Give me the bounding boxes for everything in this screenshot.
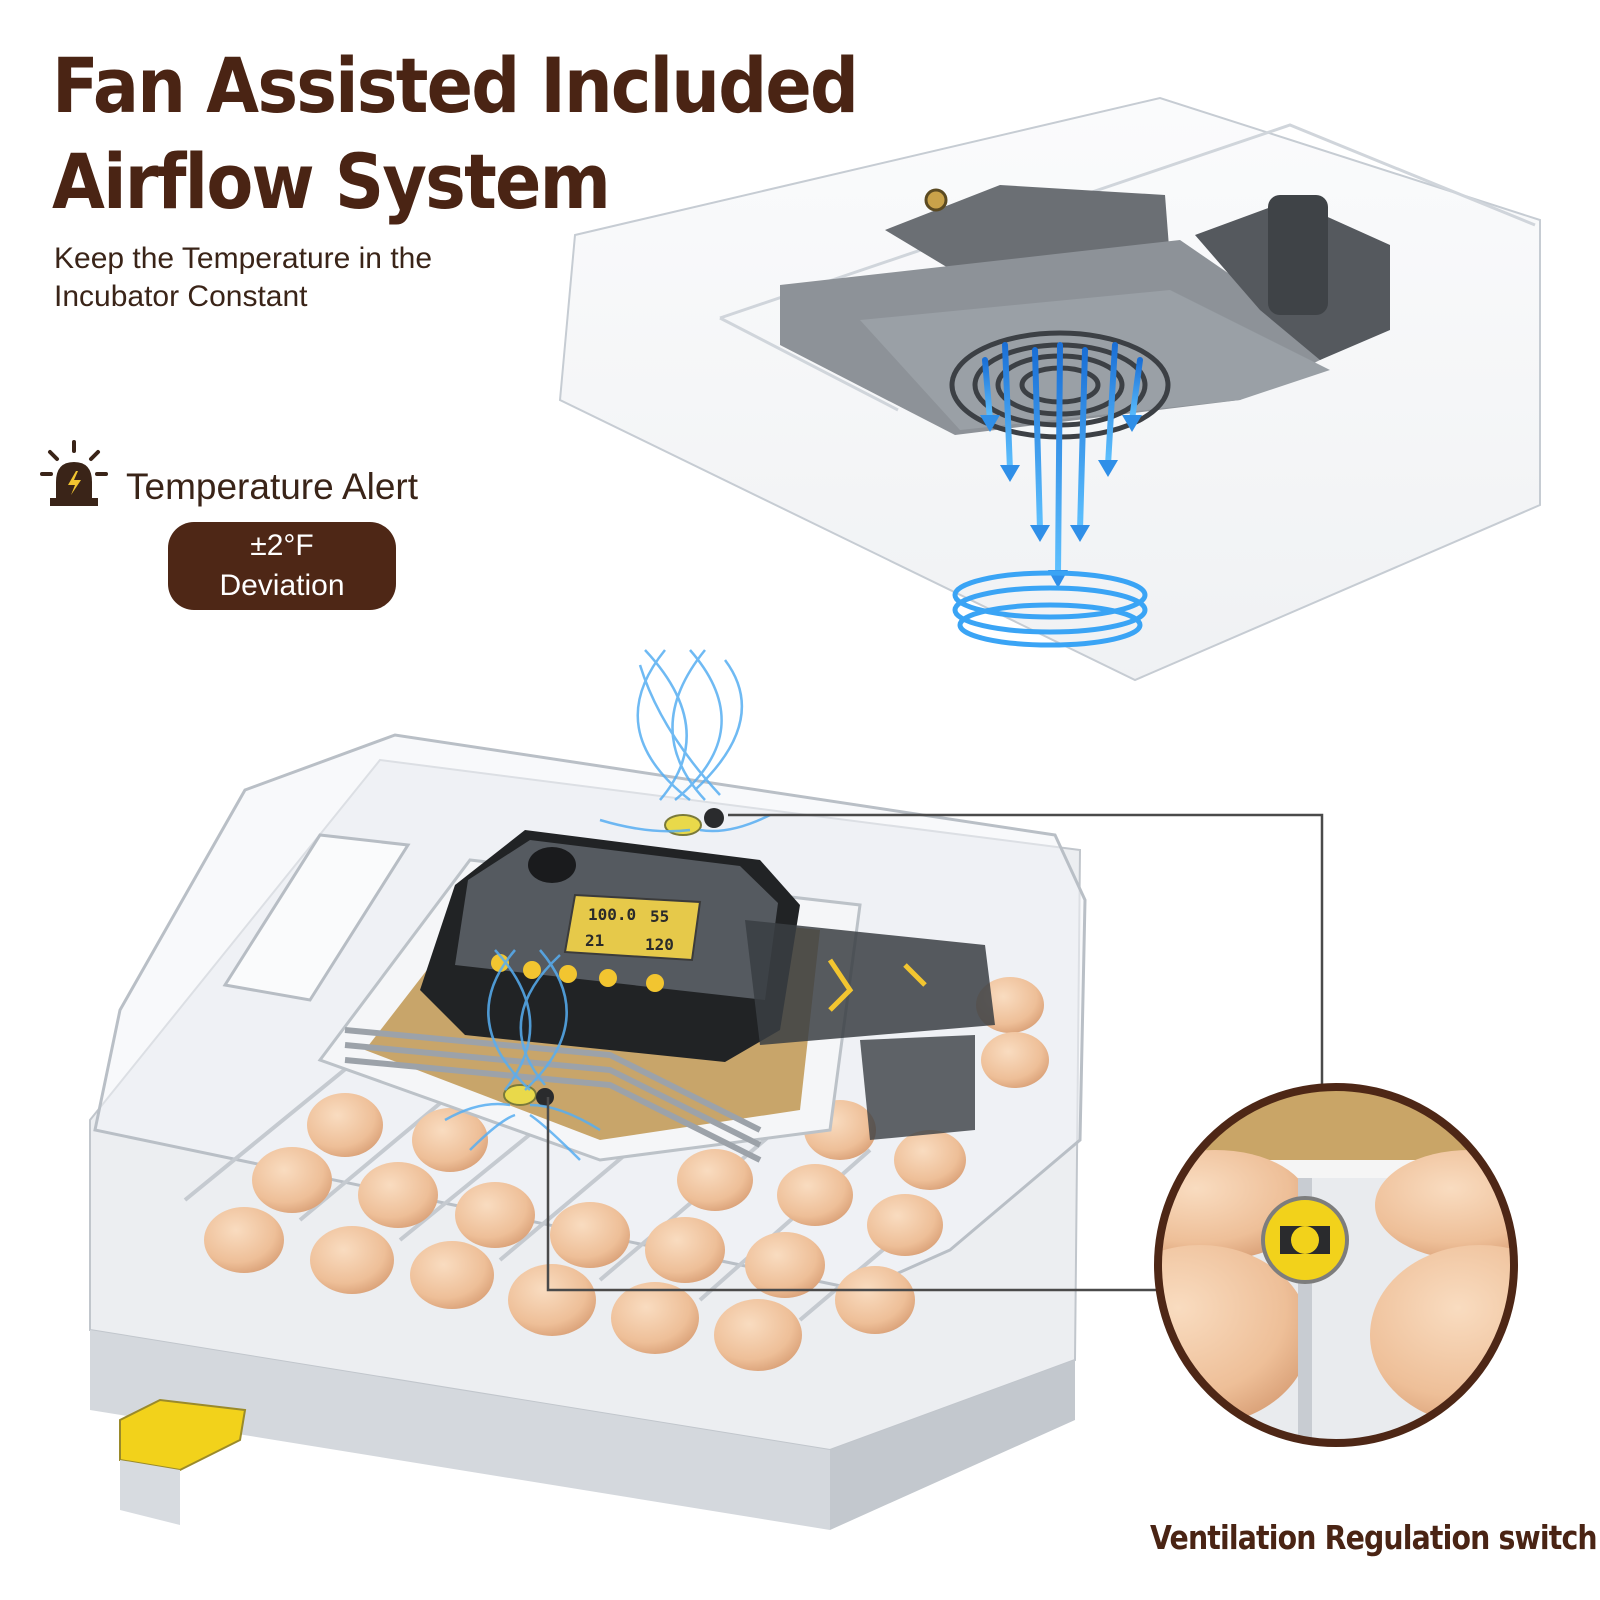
incubator-body <box>89 649 1087 1530</box>
headline-line-2: Airflow System <box>52 137 611 226</box>
lcd-humidity: 55 <box>650 907 669 926</box>
lid-with-fan <box>558 96 1541 682</box>
airflow-lattice <box>444 649 771 1161</box>
airflow-swirl <box>952 570 1148 648</box>
subtitle-line-1: Keep the Temperature in the <box>54 242 433 275</box>
temperature-alert-label: Temperature Alert <box>126 466 419 507</box>
deviation-value: ±2°F <box>250 529 314 562</box>
callout-lines <box>546 813 1324 1292</box>
headline: Fan Assisted Included Airflow System <box>52 38 862 230</box>
lcd-temp: 100.0 <box>588 905 636 924</box>
zoom-detail <box>1154 1083 1518 1447</box>
control-panel <box>420 830 995 1140</box>
lcd-turn: 120 <box>645 935 674 954</box>
deviation-label: Deviation <box>219 569 345 602</box>
alarm-light-icon <box>40 440 108 506</box>
deviation-badge: ±2°F Deviation <box>168 522 396 610</box>
egg-rows <box>204 977 1049 1371</box>
headline-line-1: Fan Assisted Included <box>52 41 859 130</box>
subtitle-line-2: Incubator Constant <box>54 280 308 313</box>
lcd-days: 21 <box>585 931 604 950</box>
airflow-arrows <box>982 342 1143 578</box>
subtitle: Keep the Temperature in the Incubator Co… <box>54 240 574 316</box>
callout-caption: Ventilation Regulation switch <box>1150 1518 1598 1557</box>
